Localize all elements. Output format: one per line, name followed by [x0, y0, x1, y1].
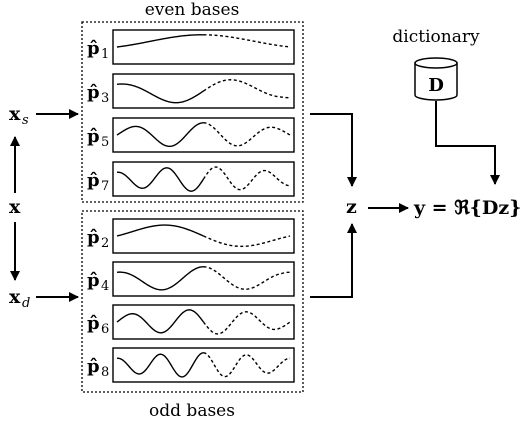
basis-plot-frame [112, 117, 295, 153]
basis-index: 4 [101, 279, 109, 294]
odd-basis-row: p̂8 [87, 347, 295, 383]
x-s-base: x [9, 103, 21, 125]
basis-wave-dashed [203, 122, 291, 147]
odd-basis-row: p̂6 [87, 304, 295, 340]
basis-wave-dashed [203, 352, 291, 378]
basis-wave-dashed [203, 79, 291, 99]
basis-plot-frame [112, 29, 295, 65]
basis-wave-solid [116, 266, 204, 291]
basis-wave-dashed [203, 235, 291, 248]
odd-basis-row: p̂4 [87, 261, 295, 297]
basis-symbol: p̂ [87, 356, 100, 377]
basis-plot-frame [112, 347, 295, 383]
basis-symbol: p̂ [87, 313, 100, 334]
basis-wave-dashed [203, 266, 291, 290]
basis-index: 6 [101, 322, 109, 337]
basis-index: 2 [101, 236, 109, 251]
odd-basis-row: p̂2 [87, 218, 295, 254]
x-d-subscript: d [22, 296, 30, 311]
x-d-base: x [9, 286, 21, 308]
x-s-label: x s [9, 103, 29, 128]
basis-wave-solid [116, 309, 205, 334]
x-label: x [9, 196, 21, 218]
odd-bases-title: odd bases [149, 401, 235, 421]
even-bases-title: even bases [145, 0, 240, 20]
basis-index: 8 [101, 365, 109, 380]
arrow-even-to-z [310, 113, 357, 187]
basis-wave-solid [116, 83, 204, 104]
dictionary-cylinder-icon [414, 57, 458, 101]
basis-symbol: p̂ [87, 227, 100, 248]
x-s-subscript: s [22, 113, 29, 128]
basis-symbol: p̂ [87, 170, 100, 191]
odd-bases-group [81, 210, 304, 393]
basis-index: 7 [101, 179, 109, 194]
z-label: z [346, 196, 357, 218]
even-basis-row: p̂5 [87, 117, 295, 153]
basis-wave-solid [116, 34, 204, 48]
basis-wave-solid [116, 167, 205, 192]
basis-index: 3 [101, 91, 109, 106]
basis-symbol: p̂ [87, 38, 100, 59]
basis-wave-dashed [203, 34, 291, 48]
basis-wave-solid [116, 352, 204, 378]
basis-symbol: p̂ [87, 270, 100, 291]
even-basis-row: p̂1 [87, 29, 295, 65]
even-basis-rows: p̂1p̂3p̂5p̂7 [87, 29, 295, 197]
basis-wave-solid [116, 122, 204, 148]
even-bases-group [81, 21, 304, 203]
basis-plot-frame [112, 261, 295, 297]
basis-symbol: p̂ [87, 82, 100, 103]
basis-wave-dashed [202, 311, 291, 335]
even-basis-row: p̂7 [87, 161, 295, 197]
basis-symbol: p̂ [87, 126, 100, 147]
arrow-dictionary-to-y [435, 101, 500, 185]
arrow-odd-to-z [310, 223, 357, 298]
basis-index: 1 [101, 47, 109, 62]
basis-index: 5 [101, 135, 109, 150]
dictionary-title: dictionary [392, 27, 480, 47]
dictionary-symbol: D [428, 75, 444, 96]
x-d-label: x d [9, 286, 30, 311]
odd-basis-rows: p̂2p̂4p̂6p̂8 [87, 218, 295, 383]
output-equation: y = ℜ{Dz} [413, 197, 521, 219]
basis-wave-solid [116, 224, 204, 237]
even-basis-row: p̂3 [87, 73, 295, 109]
